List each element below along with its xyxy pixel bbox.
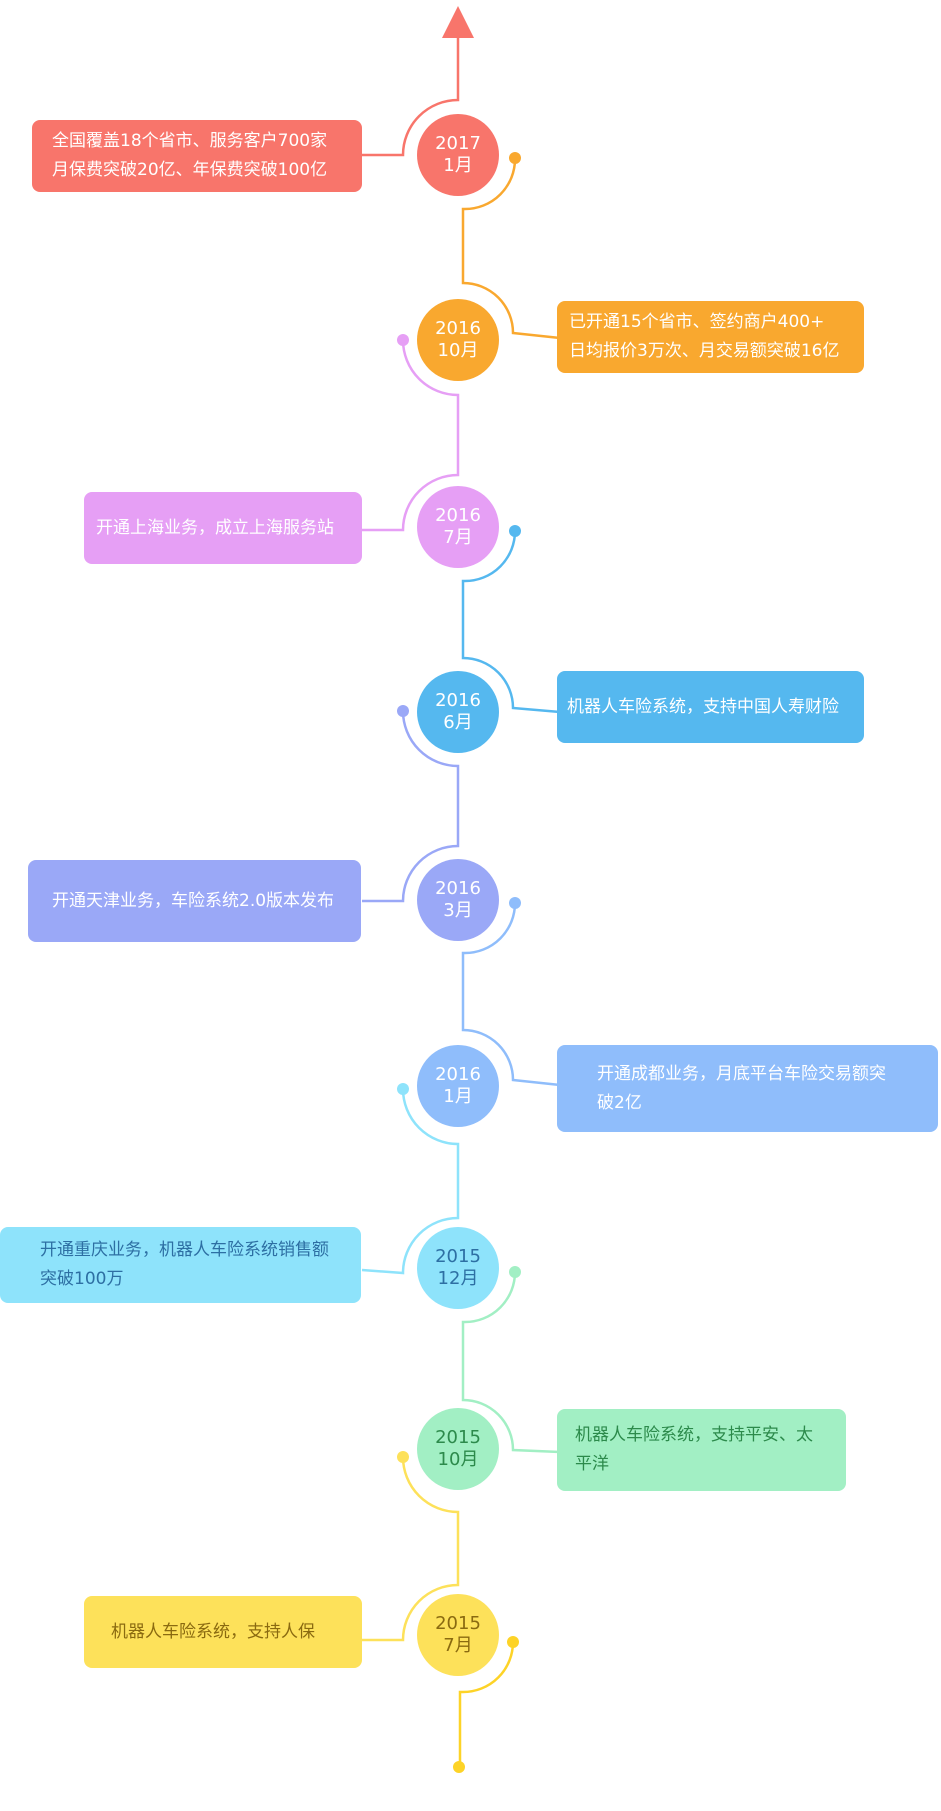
milestone-text: 已开通15个省市、签约商户400+ 日均报价3万次、月交易额突破16亿: [569, 312, 840, 361]
milestone-box: 开通重庆业务，机器人车险系统销售额突破100万: [0, 1227, 361, 1303]
connector-2017: [362, 36, 460, 157]
connector-2016-6: [461, 530, 561, 714]
dot-periwinkle: [397, 705, 409, 717]
milestone-node: 2016 7月: [417, 486, 499, 568]
milestone-month: 7月: [443, 527, 473, 548]
milestone-node: 2016 3月: [417, 859, 499, 941]
milestone-month: 3月: [443, 900, 473, 921]
connector-2016-7: [362, 339, 460, 532]
milestone-year: 2016: [435, 878, 481, 899]
milestone-text: 全国覆盖18个省市、服务客户700家 月保费突破20亿、年保费突破100亿: [52, 131, 328, 180]
connector-2016-3: [362, 710, 460, 903]
milestone-year: 2016: [435, 690, 481, 711]
dot-green: [509, 1266, 521, 1278]
milestone-box: 机器人车险系统，支持人保: [84, 1596, 362, 1668]
milestone-year: 2015: [435, 1427, 481, 1448]
connector-2016-1: [461, 902, 561, 1087]
connector-2015-7: [362, 1456, 460, 1642]
milestone-year: 2016: [435, 505, 481, 526]
dot-yellow: [397, 1451, 409, 1463]
milestone-node: 2016 6月: [417, 671, 499, 753]
milestone-text: 开通重庆业务，机器人车险系统销售额突破100万: [40, 1240, 329, 1289]
milestone-month: 1月: [443, 155, 473, 176]
milestone-month: 10月: [437, 1449, 479, 1470]
connector-2015-10: [461, 1271, 561, 1454]
arrow-up-icon: [442, 6, 474, 38]
milestone-node: 2016 10月: [417, 299, 499, 381]
milestone-box: 机器人车险系统，支持平安、太平洋: [557, 1409, 846, 1491]
milestone-year: 2016: [435, 318, 481, 339]
milestone-text: 开通天津业务，车险系统2.0版本发布: [52, 890, 335, 911]
milestone-month: 10月: [437, 340, 479, 361]
dot-gold: [507, 1636, 519, 1648]
dot-pink: [397, 334, 409, 346]
milestone-node: 2015 12月: [417, 1227, 499, 1309]
milestone-box: 全国覆盖18个省市、服务客户700家 月保费突破20亿、年保费突破100亿: [32, 120, 362, 192]
milestone-month: 1月: [443, 1086, 473, 1107]
connector-end: [458, 1641, 515, 1772]
milestone-year: 2016: [435, 1064, 481, 1085]
milestone-month: 7月: [443, 1635, 473, 1656]
milestone-node: 2017 1月: [417, 114, 499, 196]
milestone-text: 开通成都业务，月底平台车险交易额突破2亿: [597, 1063, 886, 1113]
milestone-year: 2015: [435, 1613, 481, 1634]
milestone-box: 开通天津业务，车险系统2.0版本发布: [28, 860, 361, 942]
milestone-box: 机器人车险系统，支持中国人寿财险: [557, 671, 864, 743]
dot-cyan: [397, 1083, 409, 1095]
milestone-box: 已开通15个省市、签约商户400+ 日均报价3万次、月交易额突破16亿: [557, 301, 864, 373]
timeline-end-dot: [453, 1761, 465, 1773]
dot-lightblue: [509, 897, 521, 909]
milestone-year: 2015: [435, 1246, 481, 1267]
milestone-node: 2015 7月: [417, 1594, 499, 1676]
milestone-year: 2017: [435, 133, 481, 154]
connector-2016-10: [461, 158, 561, 340]
milestone-node: 2016 1月: [417, 1045, 499, 1127]
dot-orange: [509, 152, 521, 164]
milestone-text: 机器人车险系统，支持平安、太平洋: [575, 1425, 813, 1474]
milestone-text: 机器人车险系统，支持中国人寿财险: [567, 696, 839, 717]
milestone-node: 2015 10月: [417, 1408, 499, 1490]
milestone-text: 开通上海业务，成立上海服务站: [96, 517, 334, 538]
milestone-box: 开通上海业务，成立上海服务站: [84, 492, 362, 564]
milestone-text: 机器人车险系统，支持人保: [111, 1621, 315, 1642]
dot-blue: [509, 525, 521, 537]
milestone-box: 开通成都业务，月底平台车险交易额突破2亿: [557, 1045, 938, 1132]
connector-2015-12: [361, 1088, 460, 1275]
milestone-month: 6月: [443, 712, 473, 733]
milestone-month: 12月: [437, 1268, 479, 1289]
